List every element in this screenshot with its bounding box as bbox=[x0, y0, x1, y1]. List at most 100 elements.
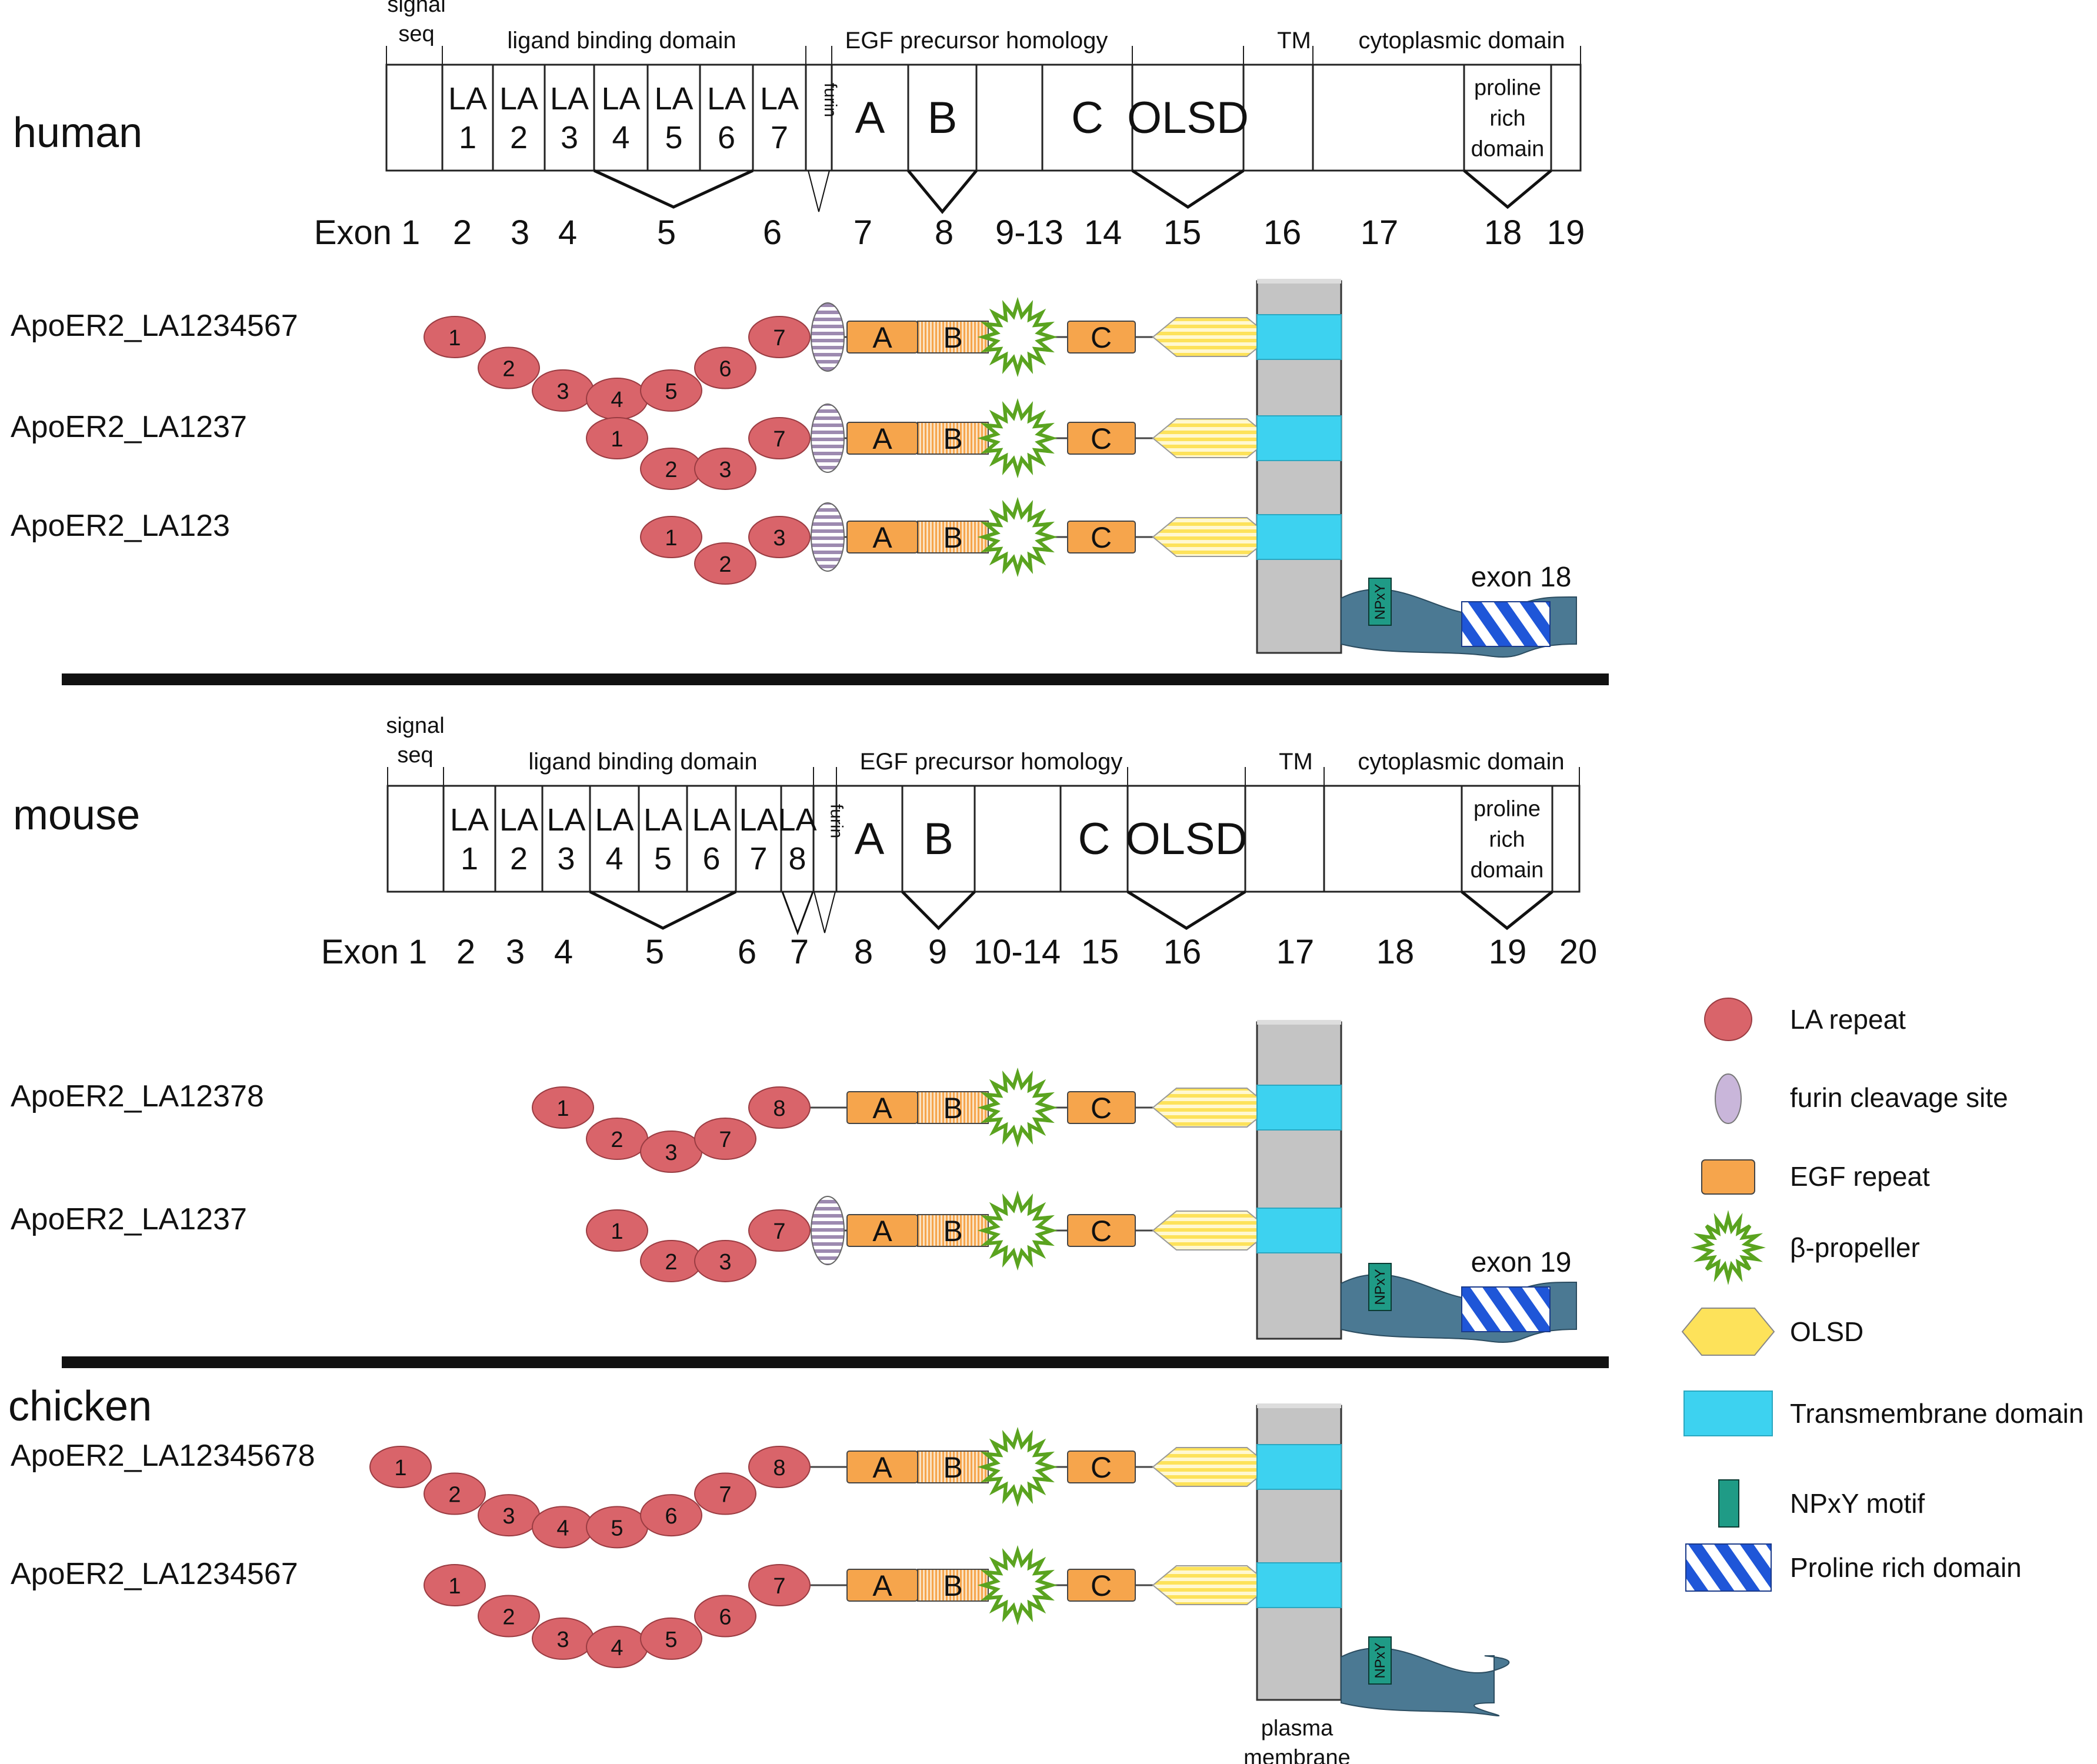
egf-homology-label: EGF precursor homology bbox=[845, 28, 1108, 54]
exon-number: 15 bbox=[1163, 214, 1202, 252]
signal-label: signal bbox=[387, 0, 445, 17]
exon-number: 4 bbox=[554, 933, 573, 971]
isoform-name: ApoER2_LA123 bbox=[11, 509, 230, 543]
exon-number: 6 bbox=[763, 214, 782, 252]
signal-label: seq bbox=[397, 743, 433, 768]
domain-cell-label: C bbox=[1071, 93, 1103, 143]
cytoplasmic-label: cytoplasmic domain bbox=[1358, 28, 1565, 54]
la-cell-label: LA bbox=[778, 802, 816, 838]
la-cell-label: LA bbox=[499, 802, 538, 838]
la-repeat-number: 2 bbox=[665, 458, 677, 482]
la-repeat bbox=[478, 346, 540, 389]
exon-number: 20 bbox=[1559, 933, 1598, 971]
cytoplasmic-tail: NPxY bbox=[1341, 1636, 1510, 1717]
egf-a-label: A bbox=[872, 1451, 892, 1484]
la-cell-label: LA bbox=[601, 81, 640, 116]
la-cell-label: LA bbox=[707, 81, 746, 116]
proline-cell-label: rich bbox=[1489, 827, 1525, 852]
membrane-label: membrane bbox=[1243, 1745, 1351, 1764]
tail-shape bbox=[1341, 1647, 1510, 1717]
isoform-name: ApoER2_LA1234567 bbox=[11, 309, 298, 343]
red-ellipse-icon bbox=[1704, 998, 1752, 1041]
gene-box bbox=[386, 785, 1581, 893]
splice-wedge bbox=[1131, 169, 1245, 209]
la-repeat-number: 2 bbox=[448, 1483, 461, 1508]
furin-cleavage-site bbox=[811, 404, 845, 473]
isoform-name: ApoER2_LA12345678 bbox=[11, 1439, 315, 1473]
la-repeat bbox=[694, 1472, 756, 1515]
la-cell-label: LA bbox=[546, 802, 585, 838]
la-repeat bbox=[586, 417, 648, 459]
la-repeat-number: 7 bbox=[719, 1128, 731, 1152]
la-repeat-number: 5 bbox=[665, 379, 677, 404]
la-cell-label: 1 bbox=[461, 841, 478, 876]
exon-number: 3 bbox=[506, 933, 525, 971]
la-repeat-number: 7 bbox=[773, 427, 785, 452]
splice-wedge bbox=[593, 169, 754, 209]
egf-a-label: A bbox=[872, 321, 892, 354]
splice-wedge bbox=[1463, 169, 1552, 209]
egf-repeat-b bbox=[917, 321, 989, 354]
exon-number: 7 bbox=[790, 933, 809, 971]
cytoplasmic-tail: NPxY exon 18 bbox=[1341, 562, 1577, 658]
la-repeat-number: 2 bbox=[665, 1250, 677, 1275]
domain-cell-label: A bbox=[855, 93, 885, 143]
la-cell-label: 1 bbox=[459, 120, 476, 155]
la-cell-label: 6 bbox=[702, 841, 720, 876]
la-cell-label: 5 bbox=[665, 120, 682, 155]
la-repeat-number: 6 bbox=[719, 357, 731, 382]
exon-number: 17 bbox=[1361, 214, 1399, 252]
olsd-domain bbox=[1152, 317, 1272, 357]
exon-number: 18 bbox=[1484, 214, 1522, 252]
la-repeat-number: 3 bbox=[556, 379, 569, 404]
la-repeat bbox=[748, 1564, 811, 1606]
beta-propeller bbox=[977, 296, 1058, 378]
egf-repeat-b bbox=[917, 422, 989, 455]
domain-cell-label: A bbox=[855, 814, 885, 864]
la-cell-label: LA bbox=[644, 802, 682, 838]
la-cell-label: 6 bbox=[718, 120, 735, 155]
egf-b-label: B bbox=[943, 321, 962, 354]
egf-c-label: C bbox=[1091, 1569, 1112, 1602]
legend-label: NPxY motif bbox=[1790, 1488, 1925, 1519]
exon-number: 14 bbox=[1084, 214, 1122, 252]
legend-label: OLSD bbox=[1790, 1316, 1863, 1347]
transmembrane-domain bbox=[1256, 1444, 1342, 1490]
membrane-bar bbox=[1256, 1021, 1342, 1340]
la-repeat bbox=[748, 1446, 811, 1488]
la-cell-label: LA bbox=[654, 81, 693, 116]
la-repeat-number: 1 bbox=[665, 526, 677, 551]
domain-cell-label: C bbox=[1078, 814, 1111, 864]
cyan-bar-icon bbox=[1683, 1390, 1773, 1436]
npxy-motif bbox=[1368, 578, 1392, 626]
exon-number: 9 bbox=[928, 933, 947, 971]
npxy-label: NPxY bbox=[1372, 583, 1388, 619]
transmembrane-domain bbox=[1256, 415, 1342, 461]
egf-a-label: A bbox=[872, 1215, 892, 1248]
exon-number: 17 bbox=[1276, 933, 1315, 971]
la-cell-label: 7 bbox=[749, 841, 767, 876]
exon-number: 15 bbox=[1081, 933, 1119, 971]
la-repeat-number: 3 bbox=[719, 458, 731, 482]
isoform-name: ApoER2_LA12378 bbox=[11, 1079, 264, 1113]
egf-repeat-b bbox=[917, 1569, 989, 1602]
la-repeat-number: 8 bbox=[773, 1456, 785, 1480]
la-cell-label: 4 bbox=[605, 841, 623, 876]
exon-number: 19 bbox=[1547, 214, 1585, 252]
egf-repeat-b bbox=[917, 1214, 989, 1247]
la-repeat bbox=[694, 1595, 756, 1638]
npxy-label: NPxY bbox=[1372, 1642, 1388, 1678]
la-repeat bbox=[640, 516, 702, 558]
la-repeat-number: 7 bbox=[773, 1219, 785, 1244]
egf-b-label: B bbox=[943, 521, 962, 554]
proline-cell-label: rich bbox=[1489, 106, 1525, 131]
la-repeat-number: 3 bbox=[502, 1504, 515, 1529]
beta-propeller bbox=[977, 496, 1058, 578]
tail-exon-label: exon 18 bbox=[1471, 562, 1572, 593]
species-label-chicken: chicken bbox=[8, 1383, 152, 1430]
npxy-motif bbox=[1368, 1636, 1392, 1685]
la-repeat bbox=[748, 316, 811, 358]
la-repeat bbox=[424, 1472, 486, 1515]
